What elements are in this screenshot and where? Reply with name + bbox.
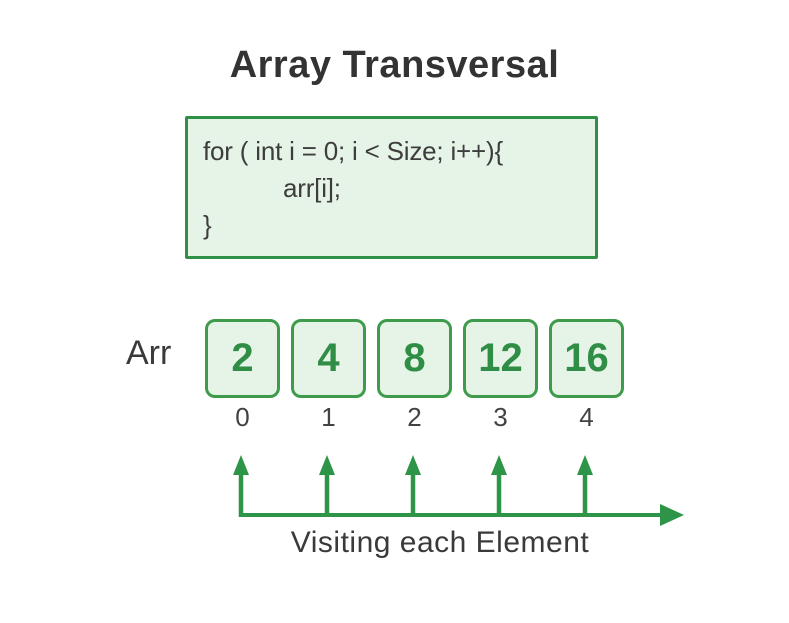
up-arrow-icon: [405, 455, 421, 517]
right-arrow-icon: [241, 504, 684, 526]
index-label: 4: [579, 402, 594, 432]
index-label: 2: [407, 402, 422, 432]
up-arrow-icon: [491, 455, 507, 517]
index-label: 1: [321, 402, 336, 432]
index-label: 3: [493, 402, 508, 432]
up-arrow-icon: [319, 455, 335, 517]
code-line-2: arr[i];: [283, 173, 341, 203]
code-line-3: }: [203, 210, 212, 240]
page-title: Array Transversal: [229, 44, 560, 86]
axis-caption: Visiting each Element: [290, 526, 590, 559]
up-arrow-icon: [233, 455, 249, 517]
array-name-label: Arr: [126, 334, 172, 372]
index-label: 0: [235, 402, 250, 432]
array-cell: 16: [549, 319, 624, 398]
array-cells-row: 2 4 8 12 16: [205, 319, 624, 398]
array-cell: 12: [463, 319, 538, 398]
traversal-axis: [233, 455, 684, 526]
array-index-row: 0 1 2 3 4: [205, 402, 624, 433]
code-line-1: for ( int i = 0; i < Size; i++){: [203, 136, 503, 166]
array-cell: 8: [377, 319, 452, 398]
array-cell: 2: [205, 319, 280, 398]
array-cell: 4: [291, 319, 366, 398]
up-arrow-icon: [577, 455, 593, 517]
code-block: for ( int i = 0; i < Size; i++){ arr[i];…: [185, 116, 598, 259]
